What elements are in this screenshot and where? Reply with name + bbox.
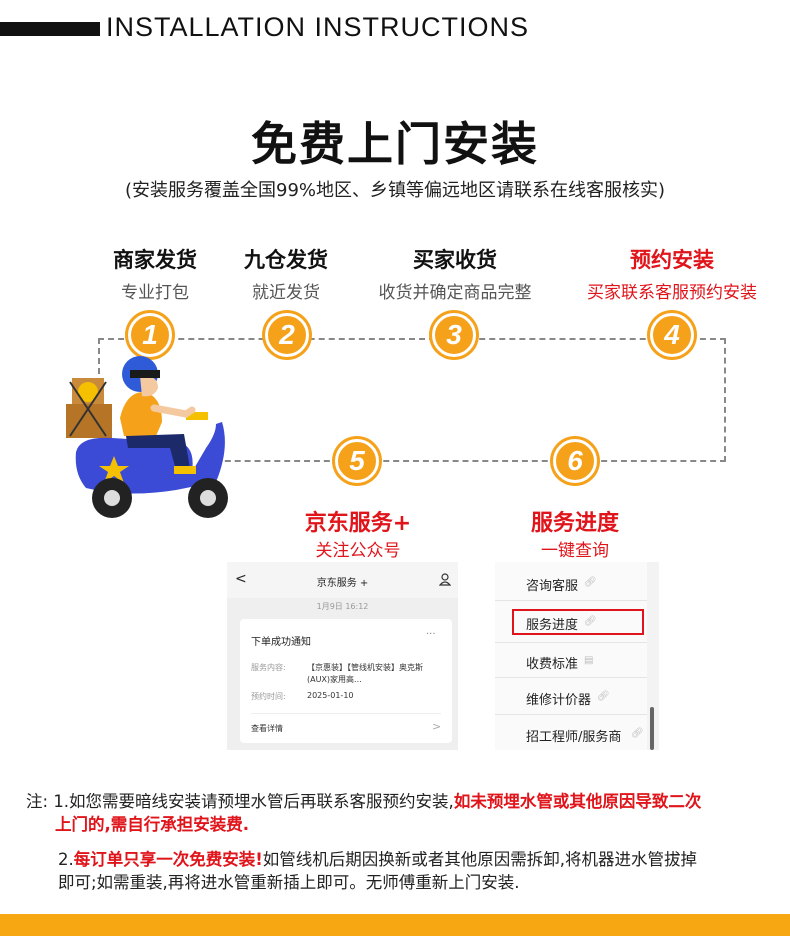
note-1: 注: 1.如您需要暗线安装请预埋水管后再联系客服预约安装,如未预埋水管或其他原因… xyxy=(26,792,702,834)
wechat-title: 京东服务 + xyxy=(316,578,369,589)
step-4-sub: 买家联系客服预约安装 xyxy=(587,283,757,303)
rider-body xyxy=(120,392,162,436)
path-left xyxy=(98,338,100,384)
step-1-circle: 1 xyxy=(128,313,172,357)
back-icon[interactable]: < xyxy=(235,571,247,587)
step-6-sub: 一键查询 xyxy=(541,541,609,561)
menu-item-fees[interactable]: 收费标准 ▤ xyxy=(495,642,647,678)
step-3-sub: 收货并确定商品完整 xyxy=(378,283,532,303)
path-top xyxy=(98,338,726,340)
star-icon xyxy=(99,456,129,483)
service-value-cont: (AUX)家用高... xyxy=(307,675,362,684)
bottom-accent-bar xyxy=(0,914,790,936)
step-4-label: 预约安装 xyxy=(630,248,714,272)
chevron-right-icon: > xyxy=(432,720,442,733)
menu-item-calculator[interactable]: 维修计价器 🔗︎ xyxy=(495,679,647,715)
wechat-screenshot: < 京东服务 + 1月9日 16:12 下单成功通知 ··· 服务内容: 【京惠… xyxy=(227,562,458,750)
step-1-label: 商家发货 xyxy=(113,248,197,272)
parcel-sticker xyxy=(78,382,98,402)
delivery-scooter-illustration xyxy=(66,356,228,518)
menu-screenshot: 咨询客服 🔗︎ 服务进度 🔗︎ 收费标准 ▤ 维修计价器 🔗︎ 招工程师/服务商… xyxy=(495,562,659,750)
step-1-sub: 专业打包 xyxy=(121,283,189,303)
header-title: INSTALLATION INSTRUCTIONS xyxy=(106,12,530,42)
step-5-circle: 5 xyxy=(335,439,379,483)
wechat-header: < 京东服务 + xyxy=(227,562,458,598)
link-icon: 🔗︎ xyxy=(597,691,610,702)
step-5-sub: 关注公众号 xyxy=(315,541,401,561)
rider-visor xyxy=(130,370,160,378)
rider-arm xyxy=(150,404,196,418)
path-bottom xyxy=(205,460,726,462)
step-2-sub: 就近发货 xyxy=(252,283,320,303)
doc-icon: ▤ xyxy=(584,655,594,666)
user-icon[interactable] xyxy=(439,573,451,586)
step-2-circle: 2 xyxy=(265,313,309,357)
time-value: 2025-01-10 xyxy=(307,691,354,700)
scrollbar[interactable] xyxy=(650,707,654,750)
menu-item-consult[interactable]: 咨询客服 🔗︎ xyxy=(495,565,647,601)
link-icon: 🔗︎ xyxy=(584,616,597,627)
note-2: 2.每订单只享一次免费安装!如管线机后期因换新或者其他原因需拆卸,将机器进水管拔… xyxy=(58,850,698,892)
note-prefix: 注: xyxy=(26,792,49,811)
menu-item-recruit[interactable]: 招工程师/服务商 🔗︎ xyxy=(526,728,644,745)
card-title: 下单成功通知 xyxy=(251,637,311,648)
header-bar xyxy=(0,22,100,36)
link-icon: 🔗︎ xyxy=(631,728,644,739)
rider-legs xyxy=(126,434,190,470)
step-3-label: 买家收货 xyxy=(413,248,497,272)
step-2-label: 九仓发货 xyxy=(244,248,328,272)
link-icon: 🔗︎ xyxy=(584,577,597,588)
path-right xyxy=(724,338,726,462)
subtitle: (安装服务覆盖全国99%地区、乡镇等偏远地区请联系在线客服核实) xyxy=(124,180,666,201)
more-icon[interactable]: ··· xyxy=(426,629,436,640)
view-details-link[interactable]: 查看详情 xyxy=(251,724,283,733)
step-3-circle: 3 xyxy=(432,313,476,357)
notification-card[interactable]: 下单成功通知 ··· 服务内容: 【京惠装】【管线机安装】奥克斯 (AUX)家用… xyxy=(240,619,452,743)
step-4-circle: 4 xyxy=(650,313,694,357)
step-5-label: 京东服务+ xyxy=(304,511,412,536)
service-value: 【京惠装】【管线机安装】奥克斯 xyxy=(307,663,423,672)
main-title: 免费上门安装 xyxy=(251,117,539,171)
scooter-handle xyxy=(186,412,208,420)
step-6-circle: 6 xyxy=(553,439,597,483)
time-label: 预约时间: xyxy=(251,692,286,701)
menu-item-progress[interactable]: 服务进度 🔗︎ xyxy=(512,609,644,635)
message-date: 1月9日 16:12 xyxy=(316,602,369,611)
step-6-label: 服务进度 xyxy=(530,511,619,536)
service-label: 服务内容: xyxy=(251,663,286,672)
